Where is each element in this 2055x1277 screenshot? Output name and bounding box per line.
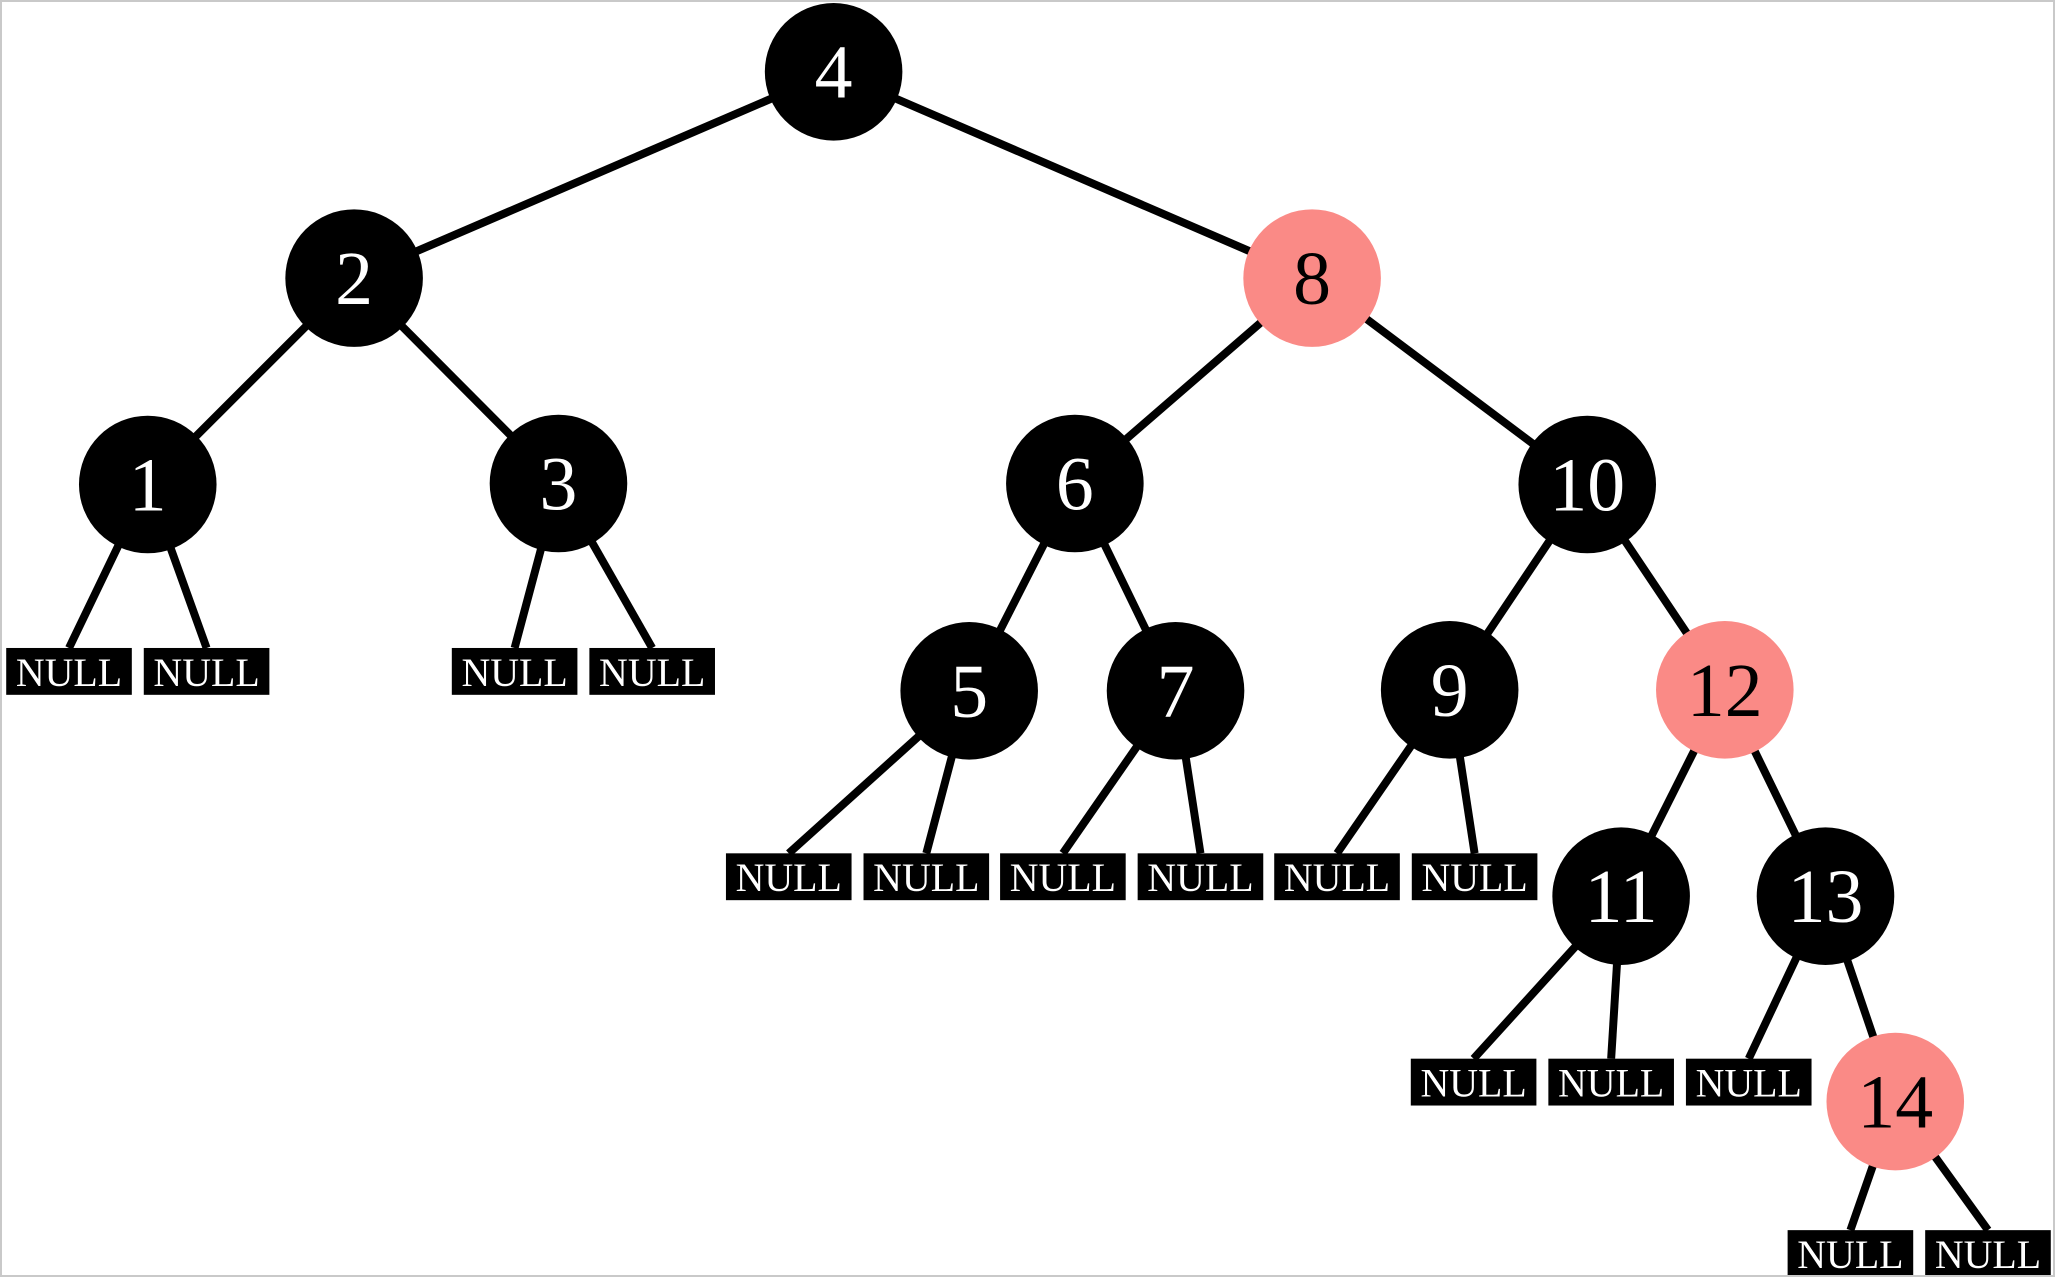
tree-node-1-label: 1 xyxy=(129,443,167,527)
tree-node-3-circle xyxy=(489,414,628,553)
tree-node-6-circle xyxy=(1006,414,1144,553)
null-box-13-label: NULL xyxy=(1797,1232,1903,1275)
null-box-5 xyxy=(863,853,990,901)
tree-node-10-circle xyxy=(1518,415,1657,554)
tree-node-13-circle xyxy=(1756,827,1895,965)
tree-node-4-circle xyxy=(764,2,903,141)
null-box-6 xyxy=(1000,853,1126,901)
tree-node-13-label: 13 xyxy=(1788,855,1864,939)
null-box-8-label: NULL xyxy=(1284,855,1390,900)
tree-node-10-label: 10 xyxy=(1549,443,1625,527)
edge-4-2 xyxy=(352,68,836,282)
null-box-8 xyxy=(1274,853,1400,901)
null-box-14-label: NULL xyxy=(1935,1232,2041,1275)
tree-node-9-circle xyxy=(1380,621,1519,759)
tree-node-5-circle xyxy=(900,622,1038,760)
tree-node-8-label: 8 xyxy=(1293,237,1331,321)
tree-node-11-label: 11 xyxy=(1585,855,1658,939)
tree-node-3-label: 3 xyxy=(540,442,578,526)
tree-node-6-label: 6 xyxy=(1056,442,1094,526)
tree-node-14-label: 14 xyxy=(1857,1060,1933,1144)
null-box-6-label: NULL xyxy=(1010,855,1116,900)
tree-node-14-circle xyxy=(1826,1032,1965,1171)
null-box-0-label: NULL xyxy=(16,650,122,695)
tree-node-2-label: 2 xyxy=(335,237,373,321)
null-box-1 xyxy=(143,647,270,695)
tree-node-4-label: 4 xyxy=(815,31,853,115)
null-box-3-label: NULL xyxy=(599,650,705,695)
null-box-5-label: NULL xyxy=(873,855,979,900)
null-box-9 xyxy=(1411,853,1538,901)
null-box-9-label: NULL xyxy=(1421,855,1527,900)
null-box-11-label: NULL xyxy=(1558,1061,1664,1106)
tree-node-9-label: 9 xyxy=(1431,649,1469,733)
null-box-10 xyxy=(1410,1058,1537,1106)
null-box-3 xyxy=(589,647,715,695)
null-box-0 xyxy=(6,647,132,695)
tree-node-8-circle xyxy=(1243,209,1381,347)
null-box-12 xyxy=(1685,1058,1812,1106)
null-box-13 xyxy=(1787,1230,1914,1275)
tree-node-7-circle xyxy=(1106,622,1245,760)
null-box-11 xyxy=(1548,1058,1674,1106)
null-box-10-label: NULL xyxy=(1420,1061,1526,1106)
tree-node-12-circle xyxy=(1656,621,1794,759)
edge-4-8 xyxy=(832,68,1314,282)
tree-node-1-circle xyxy=(78,415,217,554)
tree-node-2-circle xyxy=(285,209,423,347)
null-box-7 xyxy=(1137,853,1264,901)
null-box-2-label: NULL xyxy=(461,650,567,695)
null-box-4-label: NULL xyxy=(736,855,842,900)
null-box-1-label: NULL xyxy=(153,650,259,695)
null-box-4 xyxy=(725,853,852,901)
null-box-2 xyxy=(451,647,578,695)
tree-node-5-label: 5 xyxy=(950,650,988,734)
tree-node-12-label: 12 xyxy=(1687,649,1763,733)
tree-node-7-label: 7 xyxy=(1157,650,1195,734)
null-box-12-label: NULL xyxy=(1696,1061,1802,1106)
null-box-7-label: NULL xyxy=(1147,855,1253,900)
null-box-14 xyxy=(1925,1230,2051,1275)
tree-node-11-circle xyxy=(1552,827,1690,965)
